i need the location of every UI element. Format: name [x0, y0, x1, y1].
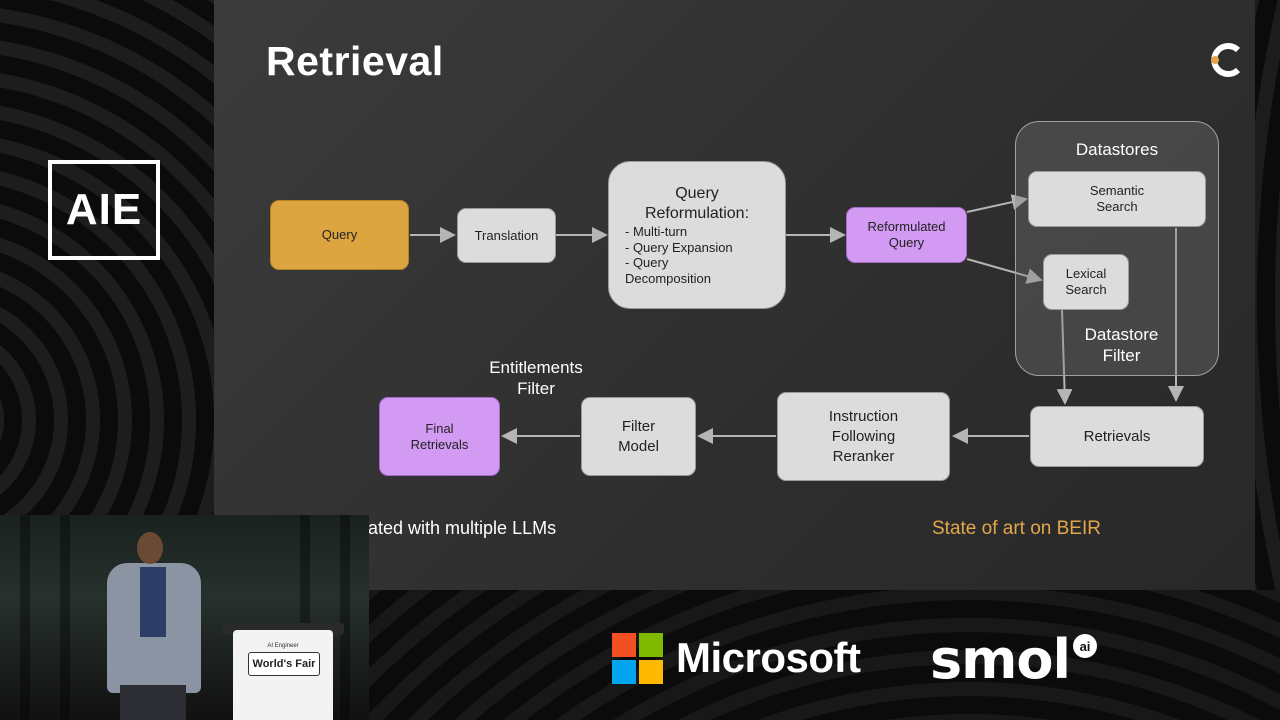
translation-node-label: Translation	[474, 227, 539, 243]
final-retrievals-node: Final Retrievals	[379, 397, 500, 476]
entitlements-filter-label: Entitlements Filter	[489, 358, 583, 398]
reranker-label: Instruction Following Reranker	[828, 407, 899, 465]
semantic-search-node: Semantic Search	[1028, 171, 1206, 227]
datastores-label: Datastores	[1075, 140, 1159, 159]
arrow-reformulated-semantic	[966, 194, 1028, 213]
aie-logo: AIE	[48, 160, 160, 260]
instruction-following-reranker-node: Instruction Following Reranker	[777, 392, 950, 481]
background-pattern-right	[1255, 0, 1280, 590]
slide-title: Retrieval	[266, 38, 444, 84]
query-reformulation-title: Query Reformulation:	[644, 185, 750, 222]
sponsor-strip	[369, 590, 1280, 720]
footer-right-text: State of art on BEIR	[932, 518, 1101, 539]
filter-model-node: Filter Model	[581, 397, 696, 476]
speaker-head	[137, 532, 163, 564]
footer-left-text: ated with multiple LLMs	[368, 518, 557, 538]
smol-ai-badge: ai	[1073, 634, 1097, 658]
query-reformulation-node: Query Reformulation: - Multi-turn - Quer…	[608, 161, 786, 309]
query-node: Query	[270, 200, 409, 270]
final-retrievals-label: Final Retrievals	[410, 420, 469, 452]
datastore-filter-label: Datastore Filter	[1084, 325, 1159, 365]
arrow-lexical-retrievals	[1056, 309, 1073, 405]
query-node-label: Query	[321, 227, 358, 242]
microsoft-logo-icon	[612, 633, 664, 685]
arrow-reformulated-lexical	[966, 258, 1043, 284]
retrievals-label: Retrievals	[1083, 427, 1151, 445]
translation-node: Translation	[457, 208, 556, 263]
podium-label: World's Fair	[248, 652, 320, 676]
brand-icon	[1211, 43, 1241, 77]
lexical-search-node: Lexical Search	[1043, 254, 1129, 310]
flow-arrows	[410, 194, 1184, 444]
datastores-group	[1015, 121, 1219, 376]
reformulation-item-multi-turn: - Multi-turn	[625, 224, 688, 239]
microsoft-name: Microsoft	[676, 634, 861, 681]
smol-ai-logo: smol	[930, 628, 1071, 691]
reformulation-item-query-expansion: - Query Expansion	[625, 239, 733, 255]
reformulated-query-node: Reformulated Query	[846, 207, 967, 263]
filter-model-label: Filter Model	[618, 417, 659, 455]
lexical-search-label: Lexical Search	[1065, 266, 1107, 297]
reformulated-query-label: Reformulated Query	[867, 219, 946, 250]
retrievals-node: Retrievals	[1030, 406, 1204, 467]
semantic-search-label: Semantic Search	[1089, 183, 1145, 214]
speaker-video: AI Engineer World's Fair	[0, 515, 369, 720]
reformulation-item-query-decomposition: - Query Decomposition	[625, 255, 711, 286]
podium-sublabel: AI Engineer	[267, 643, 299, 649]
slide: Retrieval Query Translation Query	[214, 0, 1255, 590]
